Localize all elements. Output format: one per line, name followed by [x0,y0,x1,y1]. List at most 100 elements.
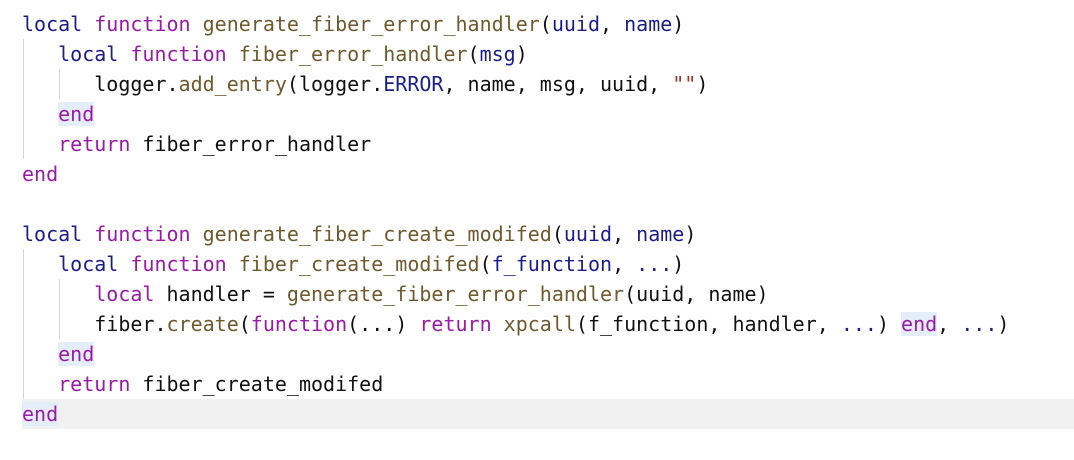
code-token: ( [479,252,492,276]
code-line[interactable]: return fiber_create_modifed [22,369,1074,399]
code-token: , [612,252,637,276]
code-token [82,12,94,36]
code-line[interactable]: logger.add_entry(logger.ERROR, name, msg… [22,69,1074,99]
code-line[interactable]: local function fiber_create_modifed(f_fu… [22,249,1074,279]
code-token: local [22,222,83,246]
code-token: f_function [491,252,613,276]
indent-guide [23,309,24,339]
code-line[interactable]: return fiber_error_handler [22,129,1074,159]
indent-guide [23,39,24,69]
code-token: ) [876,312,902,336]
indent-guide [23,249,24,279]
code-token: function [94,222,191,246]
code-line[interactable]: local function fiber_error_handler(msg) [22,39,1074,69]
code-token [118,42,130,66]
code-token: add_entry [178,72,287,96]
code-token: generate_fiber_error_handler [202,12,540,36]
code-token: fiber_create_modifed [130,372,384,396]
indent [22,102,58,126]
code-token: end [22,162,59,186]
code-token: (logger. [286,72,384,96]
code-token: uuid [551,12,601,36]
code-token: create [166,312,239,336]
code-token: fiber_error_handler [238,42,468,66]
code-token: local [58,42,119,66]
code-token: ) [672,12,685,36]
indent [22,42,58,66]
code-token: return [58,132,131,156]
code-token: ... [840,312,877,336]
code-line[interactable]: local function generate_fiber_create_mod… [22,219,1074,249]
code-token [82,222,94,246]
code-token: name [624,12,673,36]
code-token: end [58,342,95,366]
code-token: uuid [563,222,613,246]
code-line[interactable]: end [22,159,1074,189]
code-token: function [130,252,227,276]
code-line[interactable]: end [22,99,1074,129]
code-token: return [58,372,131,396]
code-token: ) [515,42,528,66]
code-line[interactable]: fiber.create(function(...) return xpcall… [22,309,1074,339]
code-token: ( [238,312,251,336]
indent [22,372,58,396]
code-token: (...) [347,312,420,336]
code-token: "" [672,72,697,96]
code-line[interactable]: local handler = generate_fiber_error_han… [22,279,1074,309]
indent-guide [23,369,24,399]
code-token: fiber. [94,312,167,336]
code-token: ) [684,222,697,246]
indent [22,342,58,366]
code-token: ) [997,312,1010,336]
indent-guide [23,129,24,159]
code-token: return [419,312,492,336]
code-token: fiber_create_modifed [238,252,480,276]
code-token: name [636,222,685,246]
indent-guide [23,279,24,309]
indent-guide [59,69,61,99]
code-token: ( [551,222,564,246]
code-token: , [600,12,625,36]
code-token: ) [672,252,685,276]
code-token: (f_function, handler, [575,312,841,336]
code-line[interactable]: end [22,339,1074,369]
indent-guide [23,69,24,99]
code-token: generate_fiber_create_modifed [202,222,552,246]
indent [22,252,58,276]
code-token: local [58,252,119,276]
code-token: function [250,312,348,336]
code-token: local [94,282,155,306]
indent-guide [23,339,24,369]
code-token: xpcall [503,312,576,336]
code-token: , name, msg, uuid, [443,72,673,96]
indent-guide [23,99,24,129]
code-line[interactable]: end [22,399,1074,429]
code-token [227,42,239,66]
code-line[interactable] [22,189,1074,219]
indent-guide [59,309,61,339]
code-token: , [937,312,962,336]
code-token: ERROR [383,72,444,96]
code-token: ) [696,72,709,96]
code-token [227,252,239,276]
code-token: (uuid, name) [624,282,769,306]
code-token: msg [479,42,516,66]
code-token: end [22,402,59,426]
indent [22,132,58,156]
code-token: logger. [94,72,179,96]
code-token [492,312,504,336]
code-token: , [612,222,637,246]
code-token [191,12,203,36]
code-token: ... [961,312,998,336]
code-token: ... [636,252,673,276]
code-token: fiber_error_handler [130,132,372,156]
code-token: local [22,12,83,36]
code-token: ( [539,12,552,36]
code-token: handler = [154,282,287,306]
code-line[interactable]: local function generate_fiber_error_hand… [22,9,1074,39]
code-editor[interactable]: local function generate_fiber_error_hand… [22,9,1074,429]
code-token: generate_fiber_error_handler [286,282,625,306]
code-token: end [901,312,938,336]
code-token: end [58,102,95,126]
code-token: function [94,12,191,36]
